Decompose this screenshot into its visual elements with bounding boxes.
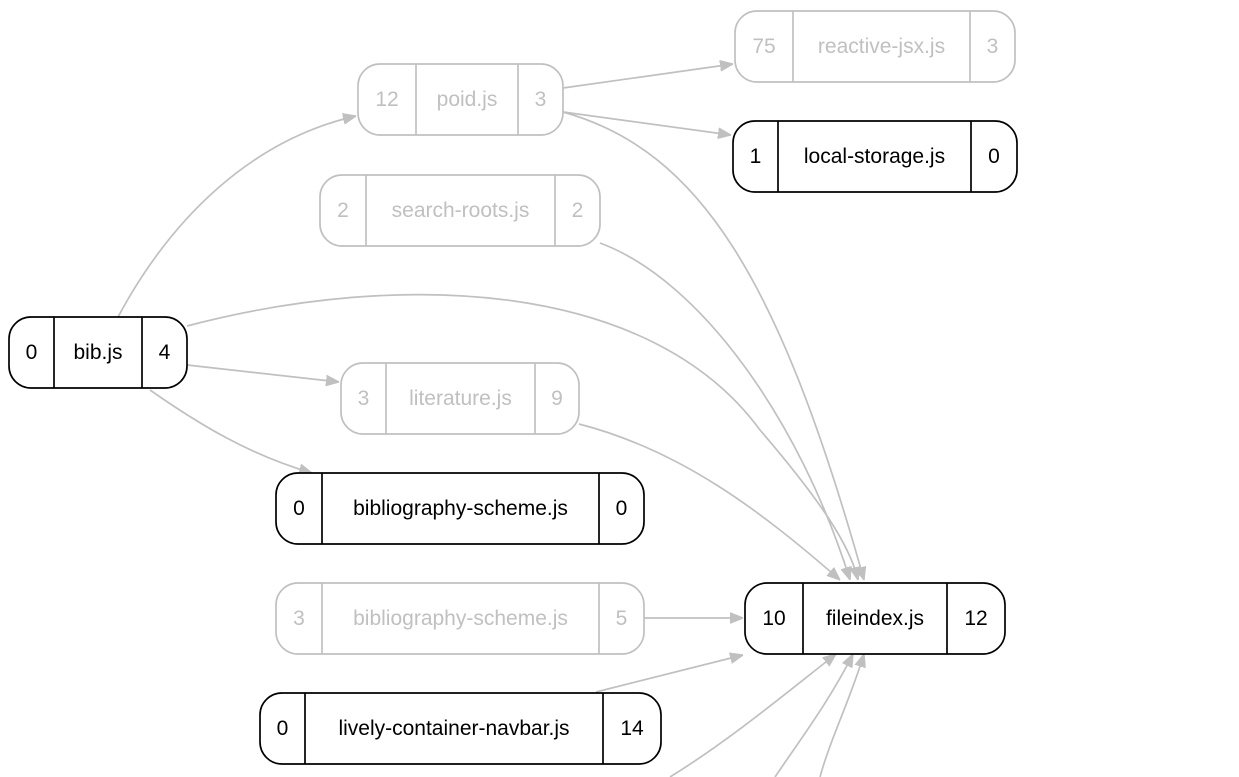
node-reactive-jsx[interactable]: 75 reactive-jsx.js 3 xyxy=(734,10,1016,83)
edge-offscreen-2-to-fileindex xyxy=(774,654,853,777)
node-out-count: 14 xyxy=(620,717,644,740)
node-bib[interactable]: 0 bib.js 4 xyxy=(8,316,188,389)
node-label: bibliography-scheme.js xyxy=(353,607,568,630)
edge-poid-to-fileindex xyxy=(562,111,864,580)
edge-bib-to-fileindex xyxy=(186,293,858,580)
node-box xyxy=(259,692,662,765)
node-out-count: 2 xyxy=(572,199,584,222)
node-in-count: 10 xyxy=(762,607,785,630)
node-bibliography-scheme-a[interactable]: 0 bibliography-scheme.js 0 xyxy=(275,472,645,545)
edge-offscreen-1-to-fileindex xyxy=(669,654,836,777)
node-out-count: 3 xyxy=(987,35,999,58)
node-out-count: 12 xyxy=(964,607,987,630)
edges xyxy=(117,64,864,777)
node-label: poid.js xyxy=(437,88,498,111)
edge-bib-to-literature xyxy=(186,364,339,382)
node-search-roots[interactable]: 2 search-roots.js 2 xyxy=(319,174,601,247)
node-literature[interactable]: 3 literature.js 9 xyxy=(340,362,580,435)
node-out-count: 3 xyxy=(535,88,547,111)
node-out-count: 4 xyxy=(159,341,171,364)
node-in-count: 1 xyxy=(750,145,762,168)
edge-search-roots-to-fileindex xyxy=(599,242,850,580)
node-out-count: 0 xyxy=(988,145,1000,168)
edge-bib-to-poid xyxy=(117,116,356,318)
node-label: bibliography-scheme.js xyxy=(353,497,568,520)
edge-lively-container-navbar-to-fileindex xyxy=(595,655,743,693)
nodes: 0 bib.js 4 12 poid.js 3 75 reactive-jsx.js 3 1 loc… xyxy=(8,10,1018,765)
node-label: literature.js xyxy=(409,387,512,410)
edge-poid-to-local-storage xyxy=(562,111,731,135)
node-poid[interactable]: 12 poid.js 3 xyxy=(357,63,564,136)
node-fileindex[interactable]: 10 fileindex.js 12 xyxy=(744,582,1006,655)
node-label: fileindex.js xyxy=(826,607,924,630)
node-box xyxy=(340,362,580,435)
node-box xyxy=(319,174,601,247)
node-in-count: 12 xyxy=(375,88,398,111)
node-label: reactive-jsx.js xyxy=(818,35,945,58)
node-out-count: 0 xyxy=(616,497,628,520)
node-box xyxy=(734,10,1016,83)
edge-bib-to-bibliography-scheme-a xyxy=(149,389,312,473)
node-out-count: 9 xyxy=(551,387,563,410)
node-lively-container-navbar[interactable]: 0 lively-container-navbar.js 14 xyxy=(259,692,662,765)
node-in-count: 2 xyxy=(337,199,349,222)
node-in-count: 0 xyxy=(26,341,38,364)
node-box xyxy=(275,472,645,545)
node-local-storage[interactable]: 1 local-storage.js 0 xyxy=(732,120,1018,193)
node-label: lively-container-navbar.js xyxy=(338,717,569,740)
edge-offscreen-3-to-fileindex xyxy=(819,654,864,777)
node-in-count: 75 xyxy=(752,35,775,58)
node-box xyxy=(732,120,1018,193)
node-out-count: 5 xyxy=(616,607,628,630)
node-label: bib.js xyxy=(73,341,122,364)
node-box xyxy=(357,63,564,136)
edge-literature-to-fileindex xyxy=(578,423,840,580)
node-bibliography-scheme-b[interactable]: 3 bibliography-scheme.js 5 xyxy=(275,582,645,655)
node-box xyxy=(744,582,1006,655)
edge-poid-to-reactive-jsx xyxy=(562,64,733,89)
node-in-count: 0 xyxy=(293,497,305,520)
node-box xyxy=(275,582,645,655)
node-in-count: 3 xyxy=(293,607,305,630)
node-label: local-storage.js xyxy=(804,145,945,168)
node-in-count: 3 xyxy=(358,387,370,410)
node-in-count: 0 xyxy=(277,717,289,740)
node-label: search-roots.js xyxy=(392,199,530,222)
